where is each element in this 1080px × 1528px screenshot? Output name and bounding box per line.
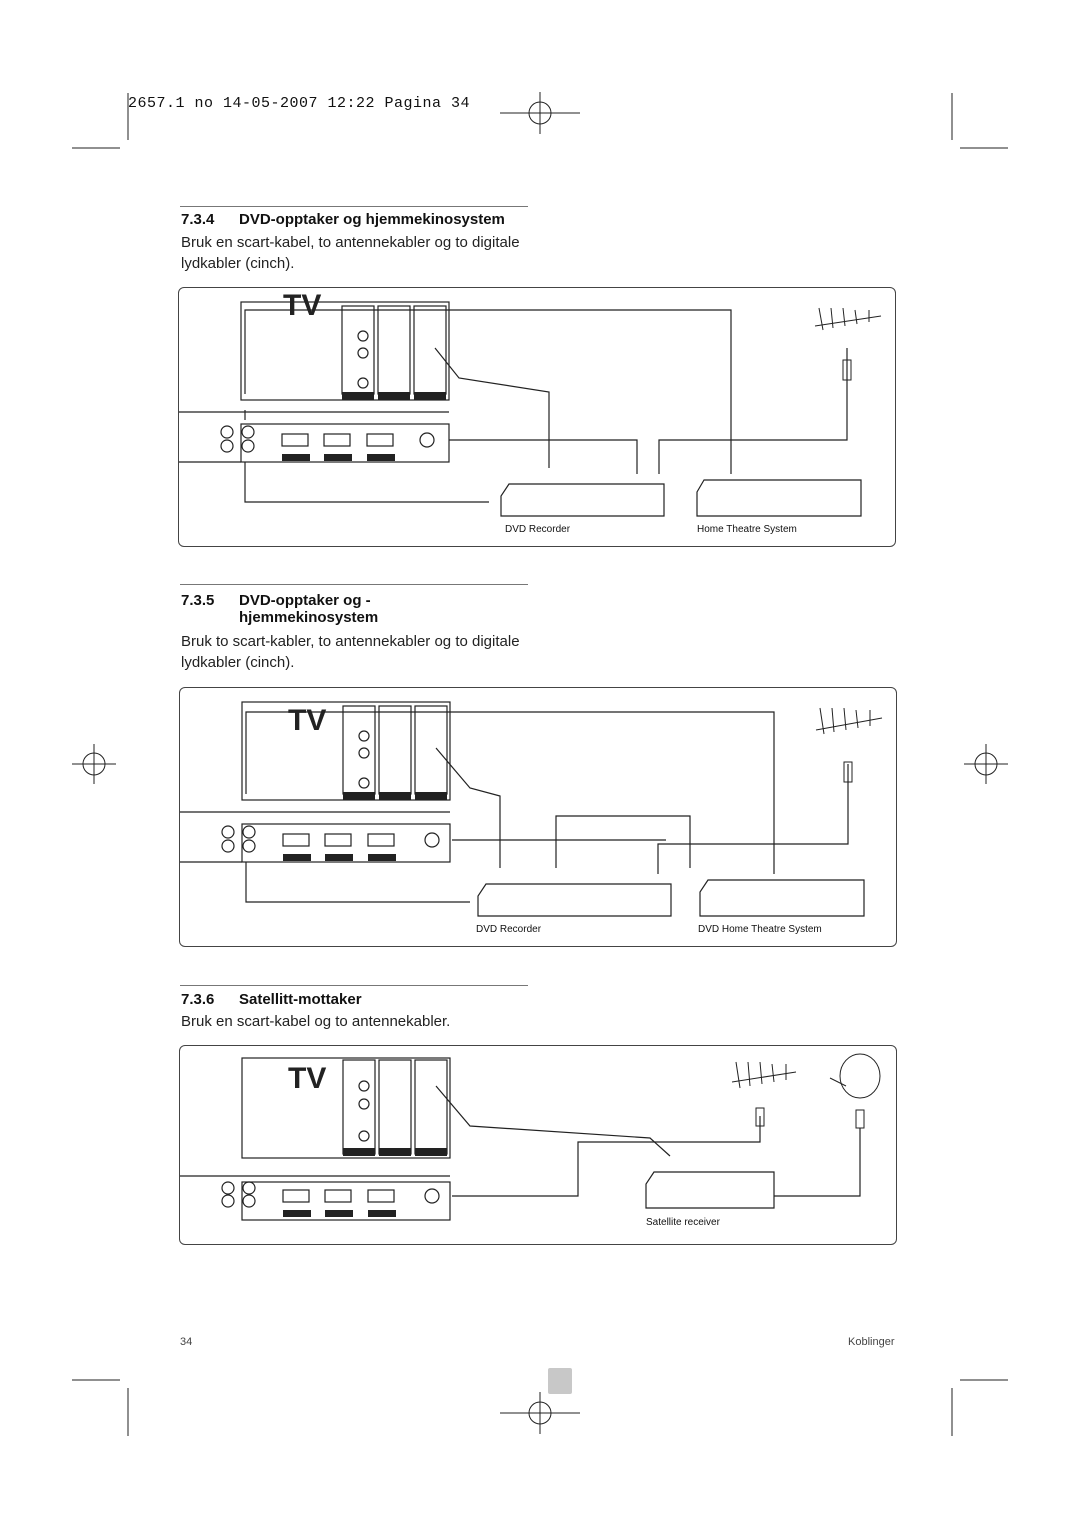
svg-text:TV: TV bbox=[288, 704, 326, 737]
section-body: Bruk en scart-kabel og to antennekabler. bbox=[181, 1013, 451, 1030]
section-heading: 7.3.4 DVD-opptaker og hjemmekinosystem bbox=[181, 211, 505, 228]
section-number: 7.3.6 bbox=[181, 991, 215, 1008]
section-title: Satellitt-mottaker bbox=[239, 991, 362, 1008]
section-title: DVD-opptaker og hjemmekinosystem bbox=[239, 211, 505, 228]
device-b-label: DVD Home Theatre System bbox=[698, 924, 822, 935]
section-heading: 7.3.6 Satellitt-mottaker bbox=[181, 991, 362, 1008]
section-heading: 7.3.5 DVD-opptaker og - hjemmekinosystem bbox=[181, 592, 378, 626]
connection-diagram: TV EXT 3 DVD Recorder Home Theatre Syste… bbox=[178, 287, 896, 547]
device-a-label: DVD Recorder bbox=[505, 524, 571, 535]
section-title: DVD-opptaker og - bbox=[239, 592, 371, 609]
svg-text:TV: TV bbox=[288, 1062, 326, 1095]
svg-text:EXT 3: EXT 3 bbox=[259, 395, 274, 401]
section-body: Bruk to scart-kabler, to antennekabler o… bbox=[181, 633, 520, 671]
svg-text:TV: TV bbox=[283, 289, 321, 322]
page-number: 34 bbox=[180, 1336, 193, 1348]
section-body: Bruk en scart-kabel, to antennekabler og… bbox=[181, 234, 520, 272]
device-b-label: Home Theatre System bbox=[697, 524, 797, 535]
chapter-name: Koblinger bbox=[848, 1336, 895, 1348]
diagram-drawing: TV bbox=[180, 701, 883, 917]
print-header: 2657.1 no 14-05-2007 12:22 Pagina 34 bbox=[128, 95, 471, 112]
device-a-label: Satellite receiver bbox=[646, 1217, 720, 1228]
diagram-drawing: TV EXT 3 bbox=[179, 289, 882, 517]
diagram-drawing: TV bbox=[180, 1053, 881, 1221]
section-rule bbox=[180, 206, 528, 207]
section-number: 7.3.5 bbox=[181, 592, 215, 609]
section-number: 7.3.4 bbox=[181, 211, 215, 228]
section-title-line2: hjemmekinosystem bbox=[239, 609, 379, 626]
device-a-label: DVD Recorder bbox=[476, 924, 542, 935]
section-rule bbox=[180, 584, 528, 585]
section-rule bbox=[180, 985, 528, 986]
connection-diagram: TV DVD Recorder DVD Home Theatre System bbox=[179, 687, 897, 947]
connection-diagram: TV Satellite receiver bbox=[179, 1045, 897, 1245]
